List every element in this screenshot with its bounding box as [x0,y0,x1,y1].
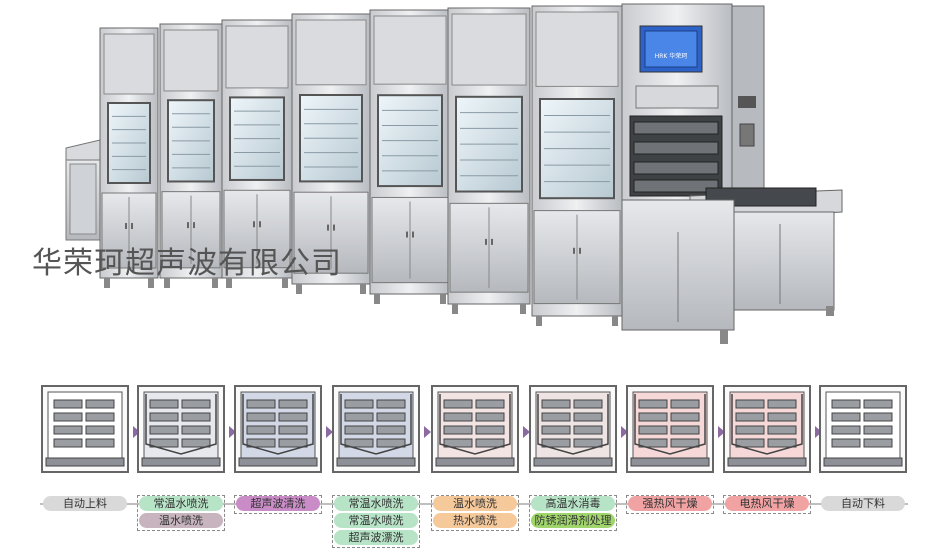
keypad[interactable] [739,123,755,147]
wash-module [221,19,293,288]
flow-arrow [621,426,628,438]
process-step-label: 温水喷洗 [433,496,517,511]
process-step-label: 强热风干燥 [628,496,712,511]
process-step-label: 高温水消毒 [531,496,615,511]
wash-module [159,23,223,288]
process-step-label: 超声波漂洗 [334,530,418,545]
process-step-label: 常温水喷洗 [334,496,418,511]
process-step-group [723,495,811,514]
flow-arrow [523,426,530,438]
flow-arrow [326,426,333,438]
process-step-label: 电热风干燥 [725,496,809,511]
control-panel-small[interactable] [738,96,756,108]
process-step-group [234,495,322,514]
process-step-group [431,495,519,531]
flow-arrow [815,426,822,438]
wash-module [99,27,159,288]
process-step-group [626,495,714,514]
process-step-label: 温水喷洗 [139,513,223,528]
flow-arrow [133,426,140,438]
basket-racks [633,121,719,193]
flow-arrow [424,426,431,438]
process-stage [332,385,420,473]
company-watermark: 华荣珂超声波有限公司 [32,246,342,281]
loading-table [65,139,101,241]
process-step-label: 热水喷洗 [433,513,517,528]
process-step-label: 常温水喷洗 [139,496,223,511]
flow-arrow [229,426,236,438]
process-step-label: 常温水喷洗 [334,513,418,528]
process-stage [529,385,617,473]
wash-module [369,9,451,304]
process-stage [41,385,129,473]
process-step-group [332,495,420,548]
wash-modules [99,5,623,326]
process-step-label: 自动上料 [43,496,127,511]
washer-machine-illustration: HRK 华荣珂 [65,3,843,344]
wash-module [291,13,371,294]
controller-screen-text: HRK 华荣珂 [655,52,688,60]
wash-module [531,5,623,326]
process-flow-diagram [41,385,907,473]
process-stage [234,385,322,473]
process-step-label: 超声波清洗 [236,496,320,511]
process-stage [819,385,907,473]
flow-arrow [718,426,725,438]
process-stage [626,385,714,473]
process-step-label: 自动下料 [821,496,905,511]
process-step-group [137,495,225,531]
process-stage [137,385,225,473]
controller-tower: HRK 华荣珂 [621,3,843,344]
process-step-group [529,495,617,531]
wash-module [447,7,531,314]
process-step-label: 防锈润滑剂处理 [531,513,615,528]
process-stage [431,385,519,473]
process-stage [723,385,811,473]
